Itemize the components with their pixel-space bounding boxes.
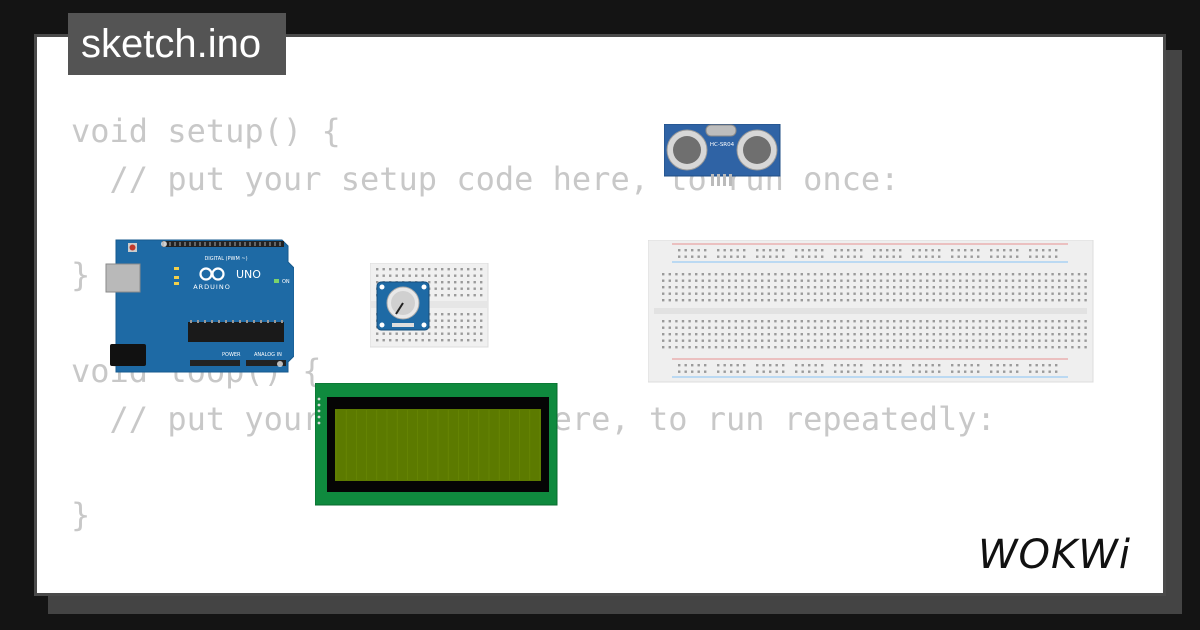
breadboard[interactable]: [648, 240, 1094, 383]
potentiometer[interactable]: [376, 281, 432, 333]
lcd-display[interactable]: [315, 383, 558, 506]
code-line-1: void setup() {: [71, 112, 341, 150]
arduino-digital-label: DIGITAL (PWM ~): [204, 256, 247, 262]
file-tab[interactable]: sketch.ino: [68, 13, 286, 75]
arduino-on-label: ON: [282, 279, 290, 285]
arduino-power-label: POWER: [222, 352, 241, 358]
arduino-brand-label: ARDUINO: [193, 283, 231, 291]
wokwi-logo[interactable]: WOKWi: [978, 530, 1150, 578]
arduino-infinity-logo: [199, 267, 225, 281]
wokwi-logo-text: WOKWi: [978, 532, 1131, 578]
arduino-analog-label: ANALOG IN: [254, 352, 282, 358]
ultrasonic-sensor[interactable]: HC-SR04: [664, 124, 782, 188]
arduino-uno-board[interactable]: DIGITAL (PWM ~) UNO ARDUINO ON POWER ANA…: [104, 236, 294, 376]
file-name: sketch.ino: [81, 22, 262, 66]
code-line-4: }: [71, 256, 91, 294]
arduino-model-label: UNO: [236, 268, 261, 281]
code-line-9: }: [71, 496, 91, 534]
code-line-2: // put your setup code here, to run once…: [71, 160, 900, 198]
ultrasonic-model-label: HC-SR04: [710, 142, 735, 148]
